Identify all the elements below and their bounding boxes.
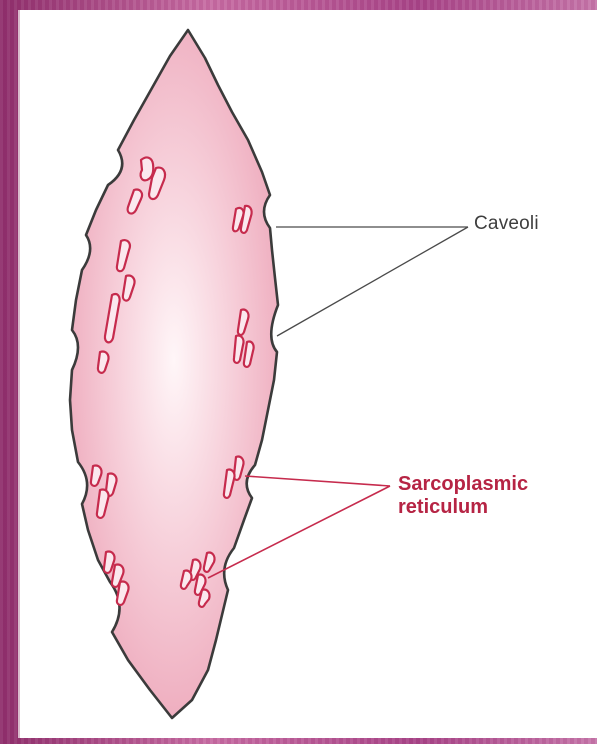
sarcoplasmic-reticulum-label-line2: reticulum [398,496,528,519]
caveoli-leader-lines [276,227,468,336]
sarcoplasmic-reticulum-label-line1: Sarcoplasmic [398,473,528,496]
caveoli-label: Caveoli [474,213,539,235]
smooth-muscle-cell [70,30,278,718]
sarcoplasmic-reticulum-label: Sarcoplasmic reticulum [398,473,528,519]
reticulum-leader-line [245,476,390,486]
caveoli-leader-line [277,227,468,336]
